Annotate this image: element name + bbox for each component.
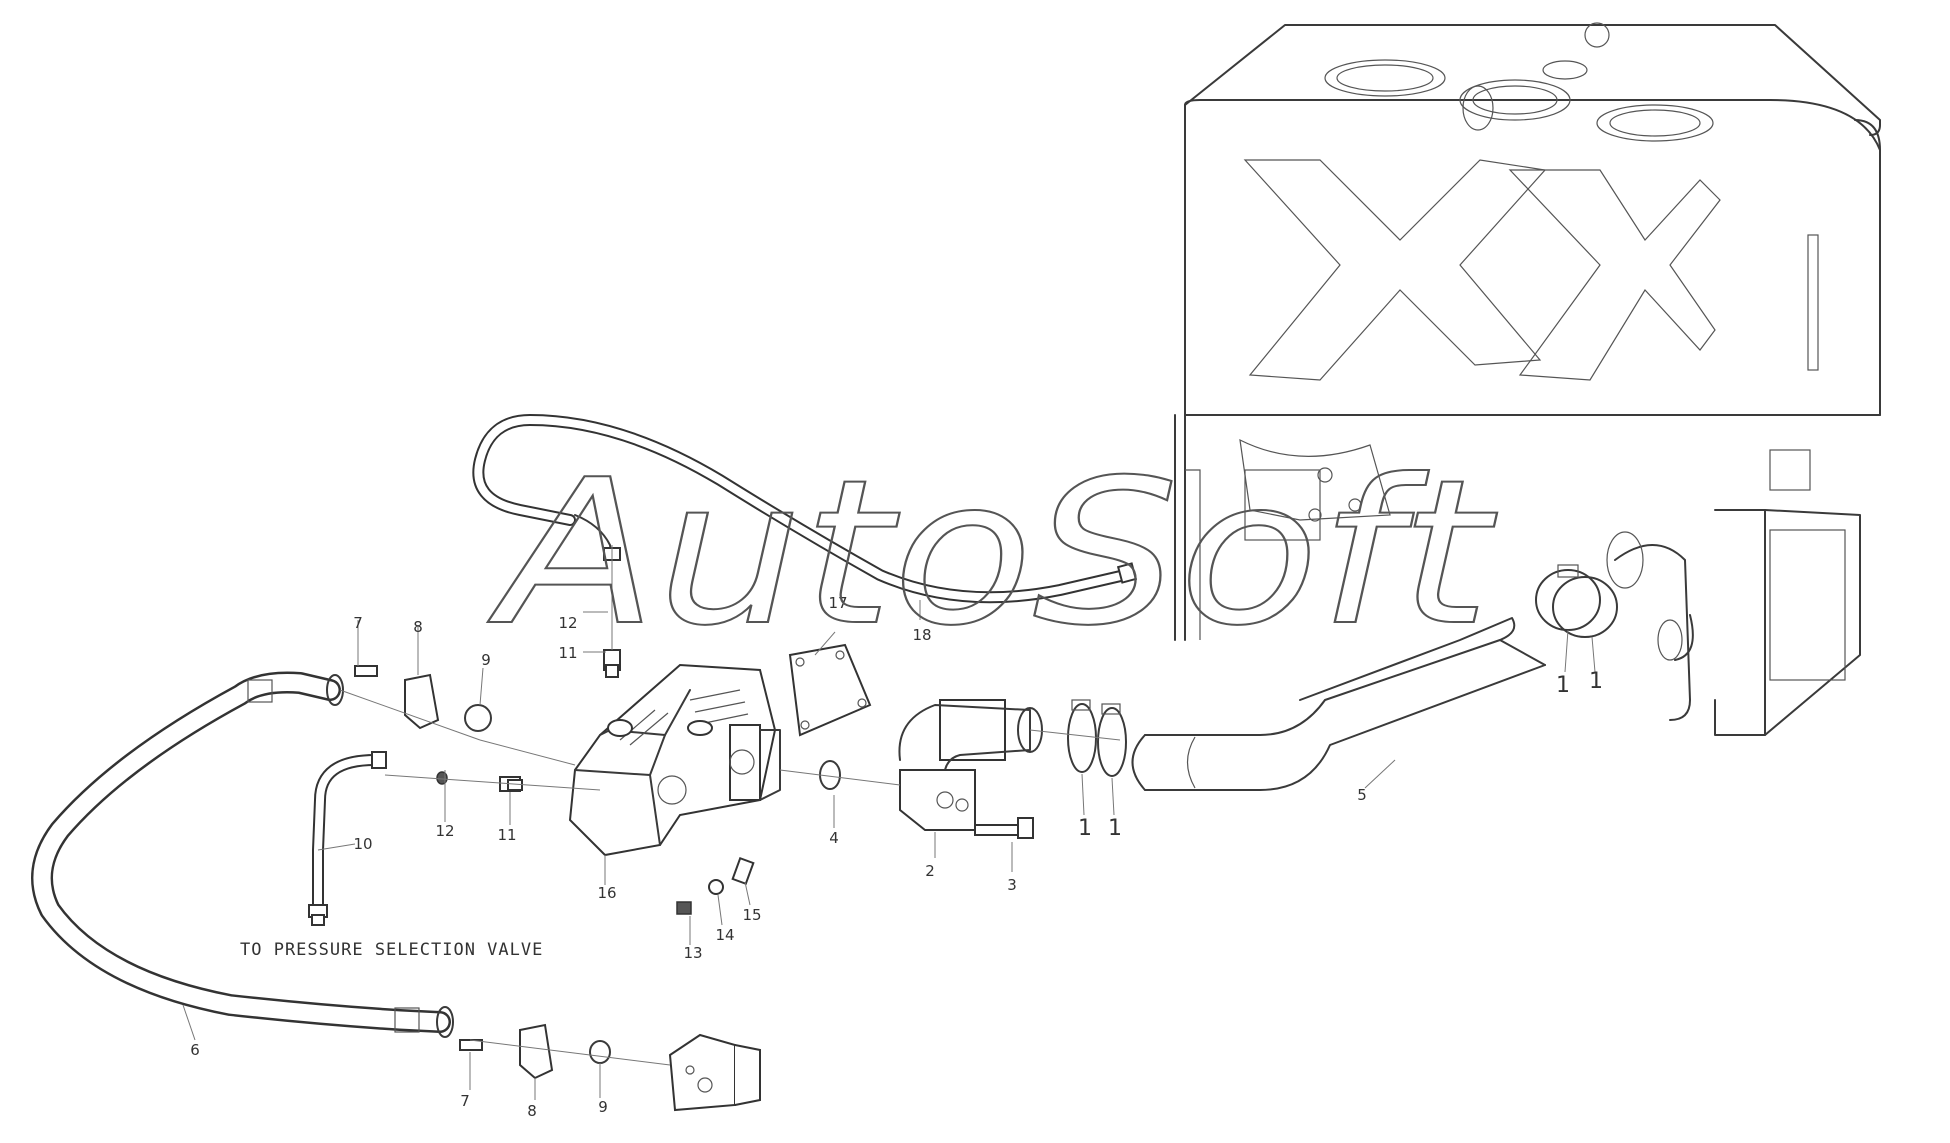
gasket-plate (788, 643, 872, 737)
callout-1: 1 (1078, 816, 1092, 841)
flange-bolt-3 (974, 817, 1034, 839)
callout-6: 6 (190, 1041, 200, 1059)
callout-numbers: 1 1 1 1 2 3 4 5 6 7 7 8 8 9 9 10 11 11 1… (190, 594, 1603, 1120)
callout-12: 12 (558, 614, 577, 632)
callout-1: 1 (1108, 816, 1122, 841)
callout-12: 12 (435, 822, 454, 840)
callout-13: 13 (683, 944, 702, 962)
callout-1: 1 (1556, 673, 1570, 698)
split-flanges (354, 665, 554, 1080)
callout-14: 14 (715, 926, 734, 944)
callout-9: 9 (481, 651, 491, 669)
callout-8: 8 (413, 618, 423, 636)
callout-8: 8 (527, 1102, 537, 1120)
callout-16: 16 (597, 884, 616, 902)
leader-lines (182, 545, 1596, 1100)
callout-5: 5 (1357, 786, 1367, 804)
callout-10: 10 (353, 835, 372, 853)
callout-2: 2 (925, 862, 935, 880)
hydraulic-tank (1174, 22, 1881, 736)
pilot-hose-10 (308, 751, 387, 926)
callout-7: 7 (460, 1092, 470, 1110)
manifold-block (668, 1033, 761, 1112)
suction-elbow (898, 699, 1043, 831)
callout-7: 7 (353, 614, 363, 632)
callout-18: 18 (912, 626, 931, 644)
callout-1: 1 (1589, 669, 1603, 694)
callout-3: 3 (1007, 876, 1017, 894)
hydraulic-pump (568, 663, 781, 857)
callout-17: 17 (828, 594, 847, 612)
pressure-hose-6 (31, 671, 454, 1038)
callout-4: 4 (829, 829, 839, 847)
callout-11: 11 (497, 826, 516, 844)
callout-11: 11 (558, 644, 577, 662)
callout-9: 9 (598, 1098, 608, 1116)
autosoft-watermark: AutoSoft (487, 437, 1497, 670)
pressure-hose-18 (472, 414, 1138, 604)
suction-hose (1131, 617, 1546, 791)
callout-15: 15 (742, 906, 761, 924)
pressure-selection-valve-note: TO PRESSURE SELECTION VALVE (240, 940, 543, 960)
fittings (499, 649, 755, 915)
